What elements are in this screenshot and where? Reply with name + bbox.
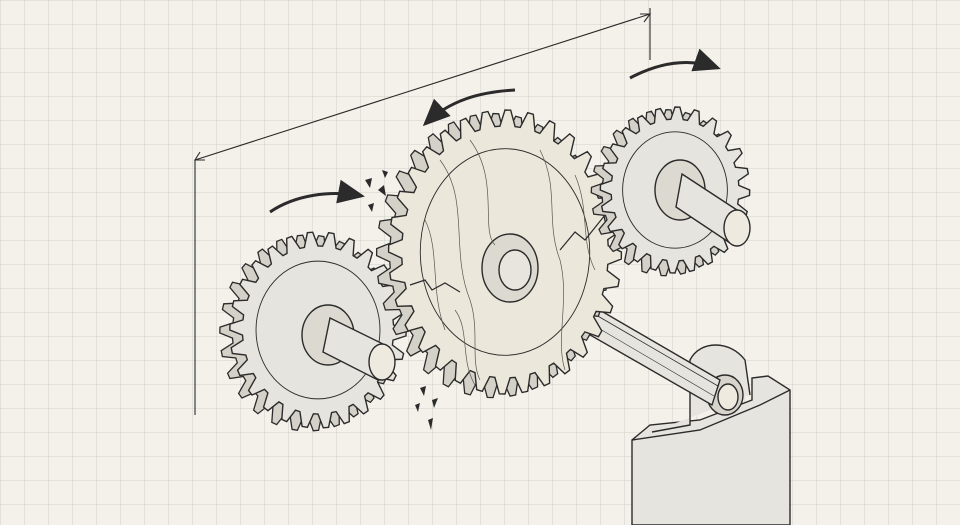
left-hub-shaft [301,304,396,382]
gear-center-inner-ring [419,148,591,356]
rotation-arrows [269,48,721,214]
right-hub-shaft [654,159,751,247]
wood-grain [424,139,596,386]
crack-lines [409,214,606,293]
center-hub [481,233,539,303]
center-gear-rotation-arrow [422,88,516,127]
right-gear-rotation-arrow [629,48,721,80]
left-gear-rotation-arrow [269,179,365,214]
gear-left-inner-ring [255,260,381,400]
debris-chips [365,170,438,430]
gear-right-inner-ring [622,131,728,249]
dimension-line [194,8,652,415]
